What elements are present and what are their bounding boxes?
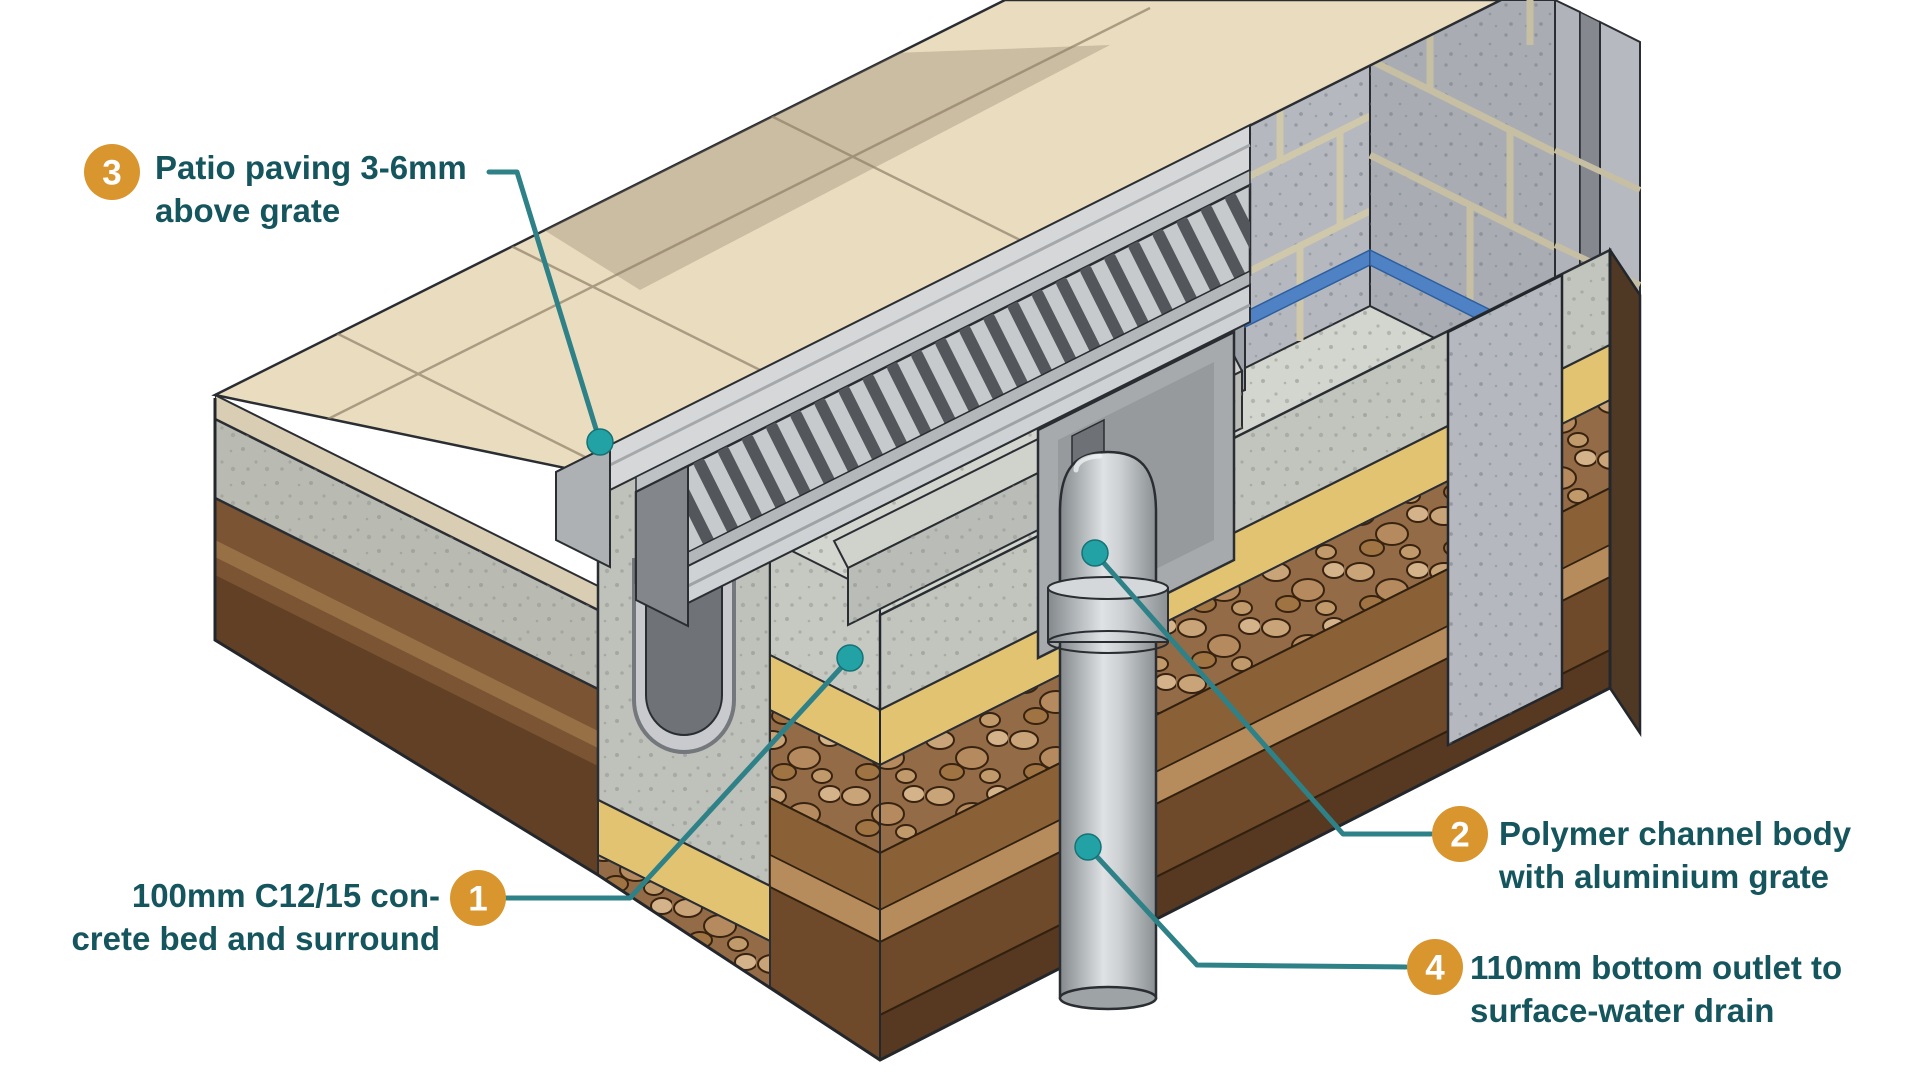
drainage-channel [555,123,1252,628]
outlet-pipe [1047,450,1169,1011]
callout-label-3: Patio paving 3-6mm above grate [155,146,467,232]
callout-label-4: 110mm bottom outlet to surface-water dra… [1470,946,1842,1032]
dot-4 [1074,833,1102,861]
callout-label-3-line2: above grate [155,192,341,229]
badge-3: 3 [84,144,140,200]
callout-label-1-line2: crete bed and surround [71,920,440,957]
badge-2-number: 2 [1450,816,1469,855]
badge-4-number: 4 [1425,949,1445,988]
callout-label-2: Polymer channel body with aluminium grat… [1499,812,1851,898]
callout-label-2-line2: with aluminium grate [1499,858,1830,895]
leader-line-3 [486,169,603,445]
soil-right-face [1609,246,1641,737]
grate-end-face [635,464,689,628]
callout-label-3-line1: Patio paving 3-6mm [155,149,467,186]
wall-foundation [1446,272,1564,748]
leader-line-1 [503,655,853,901]
badge-1: 1 [450,870,506,926]
paving-joints [241,6,1151,464]
pipe-collar [1047,576,1169,654]
callout-dots [586,428,1109,861]
badge-2: 2 [1432,806,1488,862]
mortar-joints-side [1368,0,1557,300]
patio-paving [211,0,1502,470]
badge-3-number: 3 [102,154,121,193]
badge-4: 4 [1407,939,1463,995]
badge-1-number: 1 [468,880,487,919]
dot-3 [586,428,614,456]
callout-label-1: 100mm C12/15 con- crete bed and surround [40,874,440,960]
callout-label-4-line2: surface-water drain [1470,992,1775,1029]
callout-label-2-line1: Polymer channel body [1499,815,1852,852]
callout-badges: 3 1 2 4 [84,144,1488,995]
dot-2 [1081,539,1109,567]
ground-outline [213,249,1642,1062]
leader-line-2 [1092,550,1434,837]
channel-end-face [555,443,611,569]
callout-leaders [486,169,1434,970]
callout-label-4-line1: 110mm bottom outlet to [1470,949,1843,986]
leader-line-4 [1085,844,1409,970]
dot-1 [836,644,864,672]
callout-label-1-line1: 100mm C12/15 con- [131,877,440,914]
wall-shadow-on-paving [520,45,1110,290]
